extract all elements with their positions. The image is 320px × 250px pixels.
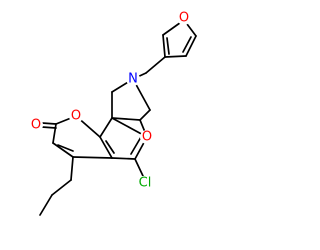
molecule-structure: O N O O O Cl <box>29 11 197 216</box>
atom-oxazine-oxygen: O <box>140 130 154 145</box>
bond <box>182 36 192 53</box>
atom-furan-oxygen: O <box>177 11 191 26</box>
bond <box>41 122 57 125</box>
bond <box>130 136 142 155</box>
bond <box>111 117 141 121</box>
bond <box>99 136 113 159</box>
atom-chlorine: Cl <box>136 176 154 191</box>
bond <box>39 194 53 216</box>
bond <box>72 156 113 159</box>
bond <box>52 123 57 144</box>
bond <box>164 55 187 58</box>
bond <box>134 158 144 177</box>
bond <box>57 144 74 152</box>
ring-nitrogen-label: N <box>128 72 138 87</box>
bond <box>51 179 72 196</box>
bond <box>185 35 197 57</box>
bond <box>99 117 113 138</box>
bond <box>70 156 74 181</box>
chlorine-label: Cl <box>139 176 152 191</box>
bond <box>162 34 166 58</box>
atom-carbonyl-oxygen: O <box>29 118 43 133</box>
furan-oxygen-label: O <box>179 11 189 26</box>
bond <box>41 126 57 129</box>
oxazine-oxygen-label: O <box>142 130 152 145</box>
bond <box>139 109 151 121</box>
bond <box>111 157 136 160</box>
bond-lines <box>39 19 197 216</box>
bond <box>166 37 170 55</box>
atom-lactone-ring-oxygen: O <box>69 109 83 124</box>
bond <box>105 140 115 154</box>
atom-labels: O N O O O Cl <box>29 11 191 191</box>
carbonyl-oxygen-label: O <box>31 118 41 133</box>
bond <box>52 142 74 158</box>
bond <box>145 56 166 74</box>
lactone-ring-oxygen-label: O <box>71 109 81 124</box>
atom-ring-nitrogen: N <box>126 72 140 87</box>
